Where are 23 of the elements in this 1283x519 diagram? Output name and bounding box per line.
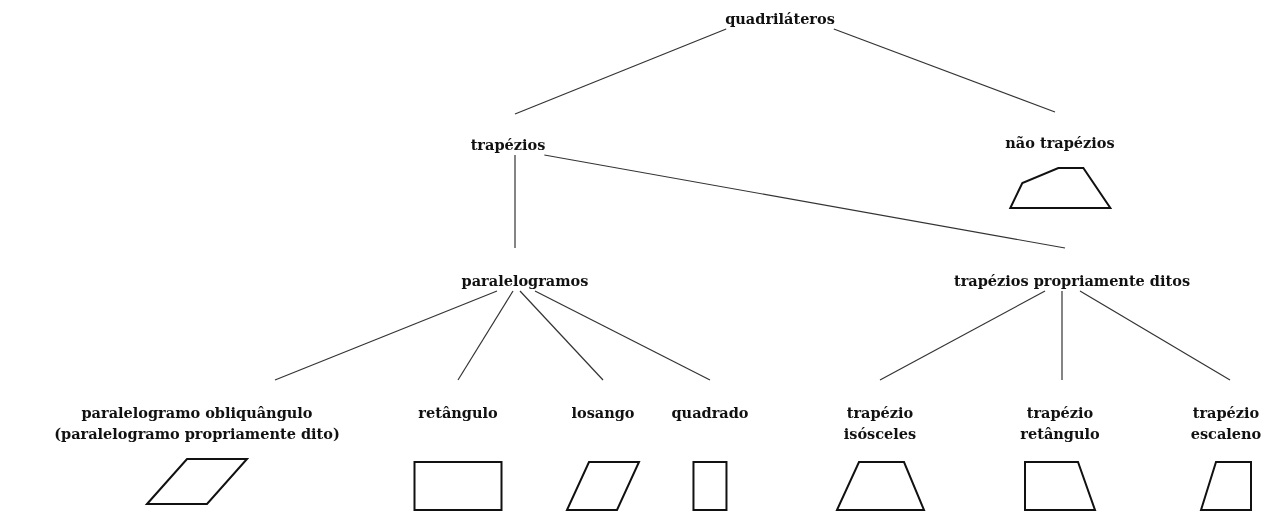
connector-line <box>1061 290 1063 381</box>
connector-line <box>1079 290 1231 381</box>
connector-line <box>879 290 1046 381</box>
node-label: não trapézios <box>1005 133 1115 153</box>
connector-line <box>457 290 514 381</box>
node-label: trapézio isósceles <box>842 403 918 444</box>
node-label: retângulo <box>418 403 498 423</box>
node-label: trapézios propriamente ditos <box>953 271 1191 291</box>
connector-line <box>519 290 604 381</box>
connector-line <box>543 154 1066 249</box>
connector-line <box>514 28 727 115</box>
node-label: quadrado <box>671 403 749 423</box>
node-label: paralelogramo obliquângulo (paralelogramo propriamente dito) <box>53 403 341 444</box>
node-label: losango <box>571 403 635 423</box>
connector-line <box>534 290 711 381</box>
node-label: quadriláteros <box>725 9 835 29</box>
connector-line <box>833 28 1056 113</box>
node-label: trapézio escaleno <box>1189 403 1263 444</box>
node-label: trapézios <box>470 135 546 155</box>
connector-line <box>274 290 498 381</box>
node-label: trapézio retângulo <box>1019 403 1101 444</box>
node-label: paralelogramos <box>461 271 589 291</box>
connector-line <box>514 154 516 249</box>
